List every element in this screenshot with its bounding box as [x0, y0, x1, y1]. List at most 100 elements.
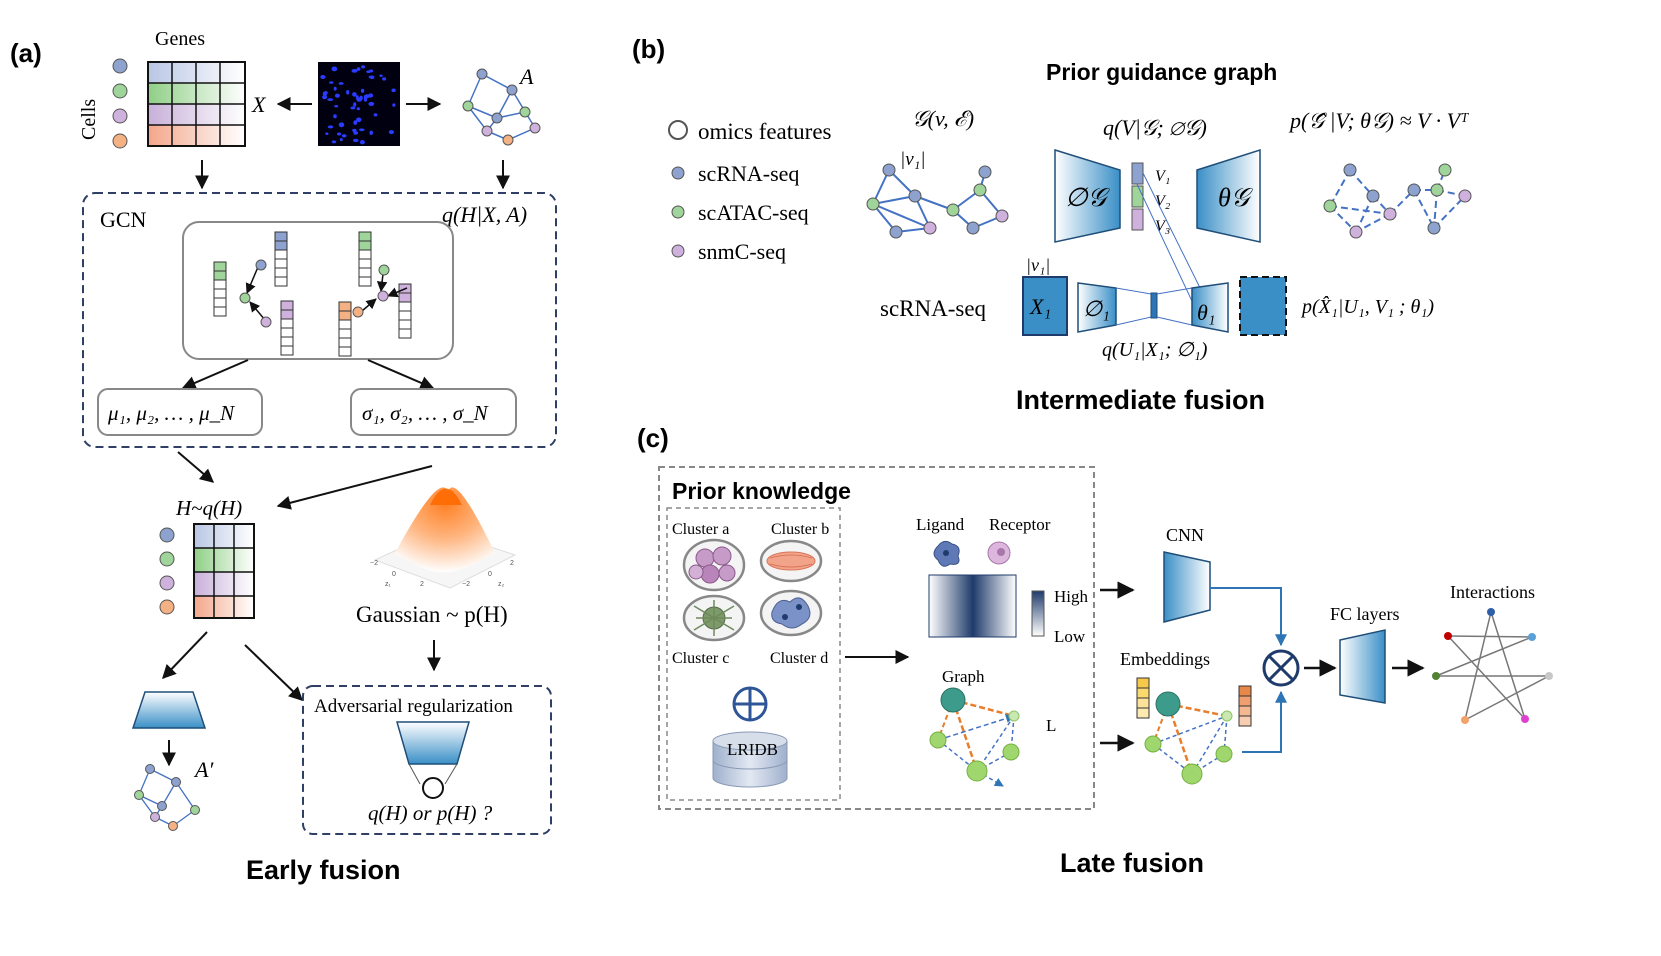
sigma-label: σ₁, σ₂, … , σ_N [362, 401, 489, 425]
reconstructed-graph [1329, 169, 1466, 233]
nucleus [369, 130, 374, 135]
ligand-label: Ligand [916, 515, 965, 534]
arrow-h-to-adv [244, 644, 304, 701]
legend-scatac-marker [671, 205, 685, 219]
ligand-icon-core [943, 550, 949, 556]
nucleus [353, 131, 359, 135]
nucleus [322, 95, 328, 100]
gcn-box [82, 192, 557, 448]
cell-dot-green [112, 83, 128, 99]
v2-block [1131, 185, 1144, 208]
discriminator-trapezoid [396, 721, 470, 765]
panel-b: (b) Prior guidance graph omics features … [632, 34, 1472, 415]
feature-vector-cell [338, 346, 352, 357]
scale-low: Low [1054, 627, 1086, 646]
nucleus [334, 105, 339, 108]
receptor-label: Receptor [989, 515, 1051, 534]
h-dot-orange [159, 599, 175, 615]
nucleus [327, 98, 334, 101]
h-dot-blue [159, 527, 175, 543]
prior-graph [866, 163, 1009, 239]
nucleus [352, 92, 357, 97]
feature-vector-cell [274, 267, 288, 278]
gauss-tick-4: −2 [462, 581, 470, 588]
fc-label: FC layers [1330, 604, 1400, 624]
graph-v1-label: |v₁| [900, 149, 926, 170]
lridb-database-icon [712, 731, 788, 788]
arrow-to-sigma [367, 359, 435, 390]
nucleus [346, 90, 350, 95]
x1-v1-label: |v₁| [1026, 255, 1050, 275]
gcn-vectors [213, 231, 412, 357]
nucleus [359, 128, 365, 132]
nucleus [368, 101, 375, 106]
nucleus [368, 75, 374, 79]
latent-matrix-h [193, 523, 255, 619]
feature-vector-cell [280, 318, 294, 329]
nucleus [338, 82, 344, 85]
heatmap-left [928, 574, 974, 638]
omics-legend: omics features scRNA-seq scATAC-seq snmC… [668, 119, 832, 264]
phi1-label: ∅₁ [1083, 296, 1110, 321]
expression-matrix [147, 61, 246, 147]
cluster-d-cells [759, 589, 823, 637]
x1-reconstruction [1239, 276, 1287, 336]
panel-b-title: Intermediate fusion [1016, 385, 1265, 415]
theta1-label: θ₁ [1197, 300, 1215, 325]
sigma-box [350, 388, 517, 436]
panel-c-label: (c) [637, 423, 669, 453]
gauss-axis-z2: z₂ [498, 581, 505, 588]
product-cross [1267, 654, 1295, 682]
interaction-network [1432, 608, 1553, 724]
nucleus [336, 132, 342, 136]
nucleus [353, 120, 358, 125]
graph-a [462, 68, 541, 146]
cell-dot-purple [112, 108, 128, 124]
nucleus [325, 132, 329, 135]
nucleus [353, 138, 359, 143]
feature-vector-cell [274, 240, 288, 251]
v1-link-line-b [1136, 183, 1200, 317]
arrow-to-mu [181, 359, 249, 390]
graph-label: Graph [942, 667, 985, 686]
cluster-b-label: Cluster b [771, 521, 829, 538]
embedding-vector-left [1136, 677, 1150, 719]
legend-snmc: snmC-seq [698, 239, 786, 264]
nucleus [350, 106, 356, 110]
nucleus [356, 67, 361, 71]
v3-block [1131, 208, 1144, 231]
phi-g-label: ∅𝒢 [1065, 183, 1111, 212]
nucleus [382, 77, 387, 81]
feature-vector-cell [213, 279, 227, 290]
cnn-label: CNN [1166, 525, 1204, 545]
receptor-icon-core [997, 548, 1005, 556]
panel-a-label: (a) [10, 38, 42, 68]
legend-snmc-marker [671, 244, 685, 258]
feature-vector-cell [280, 327, 294, 338]
feature-vector-cell [398, 292, 412, 303]
nucleus [322, 91, 328, 97]
gaussian-surface: −2 0 2 −2 0 2 z₁ z₂ [370, 487, 517, 589]
gauss-tick-5: 0 [488, 571, 492, 578]
embeddings-label: Embeddings [1120, 649, 1210, 669]
feature-vector-cell [280, 300, 294, 311]
v1-label: V₁ [1155, 168, 1170, 185]
feature-vector-cell [280, 336, 294, 347]
graph-encoder [1054, 148, 1121, 243]
encoder-label: q(V|𝒢; ∅𝒢) [1103, 115, 1207, 140]
cluster-c-label: Cluster c [672, 650, 729, 667]
feature-vector-cell [280, 309, 294, 320]
feature-vector-cell [213, 270, 227, 281]
decoder-label: p(𝒢̂ |V; θ𝒢) ≈ V · Vᵀ [1288, 108, 1469, 133]
nucleus [356, 107, 360, 111]
x-label: X [251, 92, 267, 117]
nucleus [332, 66, 336, 70]
gcn-message-passing [239, 259, 408, 328]
feature-vector-cell [338, 328, 352, 339]
legend-scatac: scATAC-seq [698, 200, 809, 225]
feature-vector-cell [274, 231, 288, 242]
p-x1-label: p(X̂₁|U₁, V₁ ; θ₁) [1300, 295, 1434, 318]
feature-vector-cell [338, 337, 352, 348]
feature-vector-cell [274, 276, 288, 287]
